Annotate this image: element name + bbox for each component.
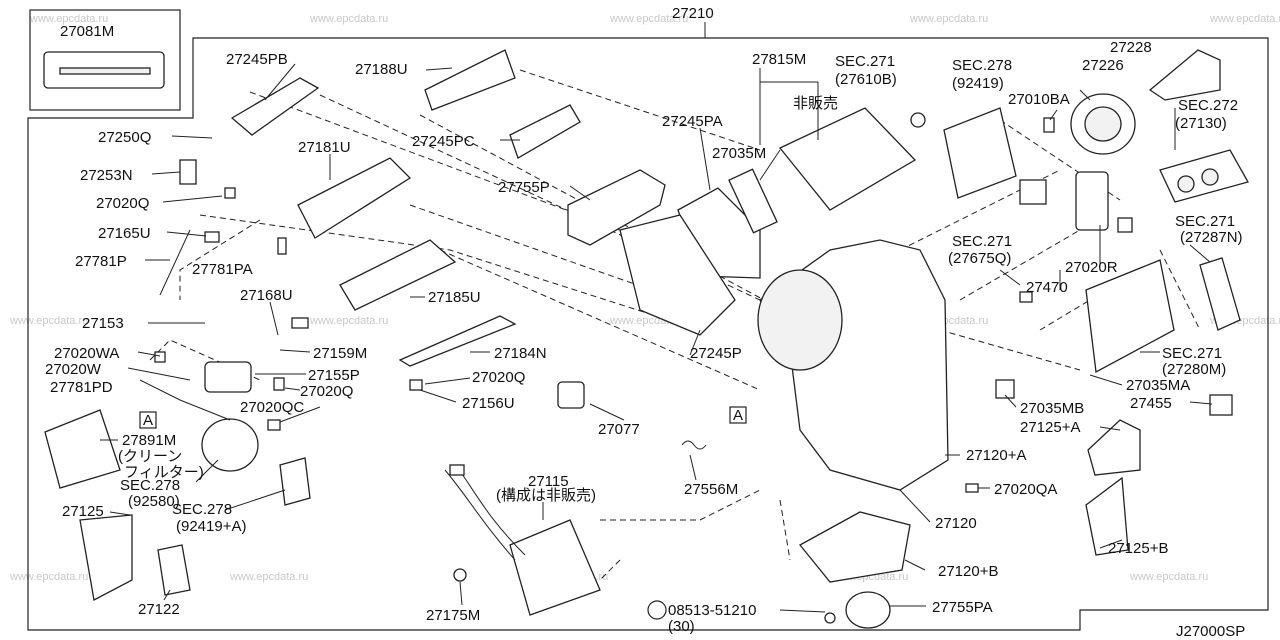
label-27470: 27470 (1026, 279, 1068, 296)
part-labels: 27245PB 27188U 27815M SEC.271 (27610B) 非… (45, 39, 1243, 635)
label-27159M: 27159M (313, 345, 367, 362)
label-27020Q: 27020Q (96, 195, 149, 212)
label-27081M: 27081M (60, 23, 114, 40)
label-27120-plus-a: 27120+A (966, 447, 1026, 464)
label-27155P: 27155P (308, 367, 360, 384)
watermark: www.epcdata.ru (1129, 571, 1208, 583)
label-sec272-ref: (27130) (1175, 115, 1227, 132)
label-27156U: 27156U (462, 395, 515, 412)
watermark: www.epcdata.ru (309, 315, 388, 327)
label-27755P: 27755P (498, 179, 550, 196)
label-sec271-27280M-ref: (27280M) (1162, 361, 1226, 378)
label-27781P: 27781P (75, 253, 127, 270)
label-27226: 27226 (1082, 57, 1124, 74)
label-27253N: 27253N (80, 167, 133, 184)
label-sec272: SEC.272 (1178, 97, 1238, 114)
label-27020W: 27020W (45, 361, 102, 378)
label-27010BA: 27010BA (1008, 91, 1070, 108)
watermark: www.epcdata.ru (309, 13, 388, 25)
label-27020QA: 27020QA (994, 481, 1057, 498)
label-kosei-hihanbai: (構成は非販売) (496, 487, 596, 504)
label-27165U: 27165U (98, 225, 151, 242)
label-sec271-27675Q-ref: (27675Q) (948, 250, 1011, 267)
label-27228: 27228 (1110, 39, 1152, 56)
label-27250Q: 27250Q (98, 129, 151, 146)
label-27455: 27455 (1130, 395, 1172, 412)
watermark: www.epcdata.ru (29, 13, 108, 25)
label-27153: 27153 (82, 315, 124, 332)
label-sec271-27287N-ref: (27287N) (1180, 229, 1243, 246)
label-filter-1: (クリーン (118, 448, 182, 465)
label-27210: 27210 (672, 5, 714, 22)
label-27120: 27120 (935, 515, 977, 532)
ref-marker-a: A (143, 412, 153, 429)
label-27020QC: 27020QC (240, 399, 304, 416)
label-27020Q-c: 27020Q (472, 369, 525, 386)
label-27781PD: 27781PD (50, 379, 113, 396)
label-27184N: 27184N (494, 345, 547, 362)
label-sec278-92419a-ref: (92419+A) (176, 518, 246, 535)
label-27020Q-b: 27020Q (300, 383, 353, 400)
parts (44, 49, 1249, 629)
label-sec278-92419-ref: (92419) (952, 75, 1004, 92)
watermark: www.epcdata.ru (229, 571, 308, 583)
label-sec271-27675Q: SEC.271 (952, 233, 1012, 250)
label-27245P: 27245P (690, 345, 742, 362)
label-sec271-27287N: SEC.271 (1175, 213, 1235, 230)
label-27125-plus-a: 27125+A (1020, 419, 1080, 436)
ref-marker-a: A (733, 407, 743, 424)
watermark: www.epcdata.ru (609, 13, 688, 25)
watermark: www.epcdata.ru (909, 13, 988, 25)
label-27781PA: 27781PA (192, 261, 253, 278)
label-27181U: 27181U (298, 139, 351, 156)
label-27122: 27122 (138, 601, 180, 618)
label-sec271-27610B: SEC.271 (835, 53, 895, 70)
label-bolt-08513-51210: 08513-51210 (668, 602, 756, 619)
label-sec278-92580: SEC.278 (120, 477, 180, 494)
watermark: www.epcdata.ru (9, 571, 88, 583)
reference-markers: A A (139, 406, 747, 620)
inset-27081M: 27081M (29, 9, 181, 111)
label-sec278-92419: SEC.278 (952, 57, 1012, 74)
label-27020R: 27020R (1065, 259, 1118, 276)
label-sec278-92419a: SEC.278 (172, 501, 232, 518)
label-27815M: 27815M (752, 51, 806, 68)
label-hanbai: 非販売 (793, 95, 838, 112)
label-27168U: 27168U (240, 287, 293, 304)
label-27245PA: 27245PA (662, 113, 723, 130)
label-27188U: 27188U (355, 61, 408, 78)
label-27125: 27125 (62, 503, 104, 520)
label-27185U: 27185U (428, 289, 481, 306)
label-27125-plus-b: 27125+B (1108, 540, 1168, 557)
label-27245PC: 27245PC (412, 133, 475, 150)
label-27035MB: 27035MB (1020, 400, 1084, 417)
leader-lines (100, 63, 1213, 613)
label-sec278-92580-ref: (92580) (128, 493, 180, 510)
label-27245PB: 27245PB (226, 51, 288, 68)
label-27035MA: 27035MA (1126, 377, 1190, 394)
diagram-frame (27, 22, 1269, 631)
label-27556M: 27556M (684, 481, 738, 498)
label-27891M: 27891M (122, 432, 176, 449)
label-27020WA: 27020WA (54, 345, 119, 362)
label-27035M: 27035M (712, 145, 766, 162)
label-bolt-qty: (30) (668, 618, 695, 635)
label-sec271-27610B-ref: (27610B) (835, 71, 897, 88)
label-27077: 27077 (598, 421, 640, 438)
label-27755PA: 27755PA (932, 599, 993, 616)
label-filter-2: フィルター) (124, 464, 204, 481)
label-27175M: 27175M (426, 607, 480, 624)
label-sec271-27280M: SEC.271 (1162, 345, 1222, 362)
watermark: www.epcdata.ru (1209, 13, 1280, 25)
label-27115: 27115 (528, 473, 569, 490)
watermark: www.epcdata.ru (9, 315, 88, 327)
diagram-code: J27000SP (1176, 623, 1245, 640)
label-27120-plus-b: 27120+B (938, 563, 998, 580)
